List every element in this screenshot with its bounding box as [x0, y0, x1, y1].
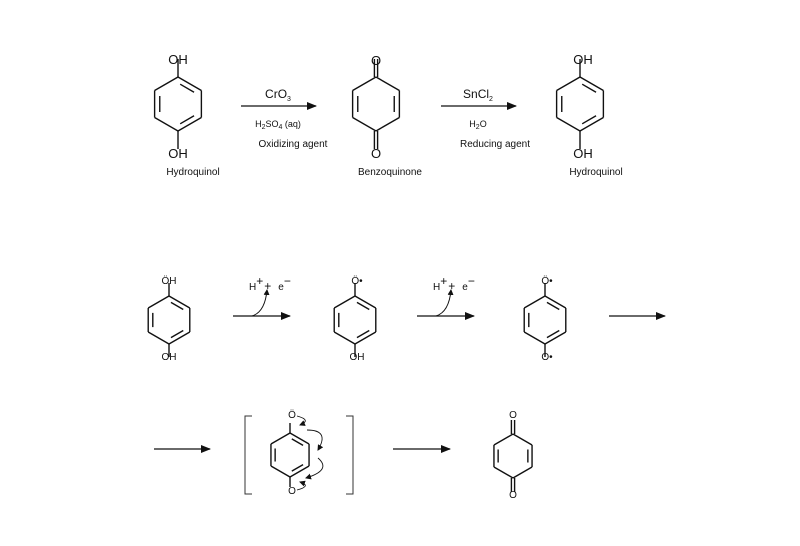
bond	[556, 116, 581, 132]
m1-bottom-oh: OH	[162, 352, 177, 363]
intermediate-top-o: Ö	[288, 409, 296, 421]
bond	[579, 76, 604, 92]
bond	[556, 76, 581, 92]
bond	[523, 295, 546, 309]
bond	[168, 331, 191, 345]
hydroquinol-left-name: Hydroquinol	[166, 167, 219, 178]
bond	[168, 295, 191, 309]
bond	[354, 295, 377, 309]
oxidizing-agent-label: Oxidizing agent	[259, 139, 328, 150]
bond	[546, 329, 560, 339]
bond	[179, 83, 195, 93]
bond	[512, 433, 533, 446]
m1-top-oh: ÖH	[162, 275, 177, 287]
bond	[333, 331, 356, 345]
bond	[291, 464, 304, 472]
m2-top-o-radical: Ö•	[351, 275, 363, 287]
bond	[493, 466, 514, 479]
step2-loss-curved-arrow	[435, 289, 454, 317]
bond	[356, 301, 370, 311]
intermediate-bottom-o: O	[288, 486, 296, 497]
product-top-o: O	[509, 410, 517, 421]
step1-proton-electron: H++e−	[249, 274, 291, 293]
reduction-conditions: H2O	[469, 119, 486, 131]
bond	[289, 432, 310, 445]
bond	[493, 433, 514, 446]
benzoquinone-top-o: O	[371, 53, 381, 68]
benzoquinone-bottom-o: O	[371, 146, 381, 161]
bond	[375, 116, 400, 132]
hydroquinol-right-name: Hydroquinol	[569, 167, 622, 178]
bond	[544, 295, 567, 309]
bond	[546, 301, 560, 311]
bond	[270, 432, 291, 445]
bond	[523, 331, 546, 345]
bond	[177, 116, 202, 132]
bond	[579, 116, 604, 132]
bond	[581, 115, 597, 125]
bond	[154, 116, 179, 132]
bond	[147, 331, 170, 345]
bond	[170, 329, 184, 339]
step2-proton-electron: H++e−	[433, 274, 475, 293]
benzoquinone-name: Benzoquinone	[358, 167, 422, 178]
m2-bottom-oh: OH	[350, 352, 365, 363]
right-bracket	[346, 415, 354, 495]
hydroquinol-right-bottom-oh: OH	[573, 146, 593, 161]
m3-bottom-o-radical: O•	[541, 352, 553, 363]
reducing-agent-label: Reducing agent	[460, 139, 530, 150]
bond	[512, 466, 533, 479]
bond	[270, 465, 291, 478]
bond	[356, 329, 370, 339]
electron-push-arrows	[296, 415, 324, 491]
bond	[177, 76, 202, 92]
bond	[147, 295, 170, 309]
hydroquinol-left-bottom-oh: OH	[168, 146, 188, 161]
bond	[291, 438, 304, 446]
bond	[352, 116, 377, 132]
bond	[170, 301, 184, 311]
m3-top-o-radical: Ö•	[541, 275, 553, 287]
bond	[581, 83, 597, 93]
bond-lines	[147, 59, 605, 492]
step1-loss-curved-arrow	[251, 289, 270, 317]
bond	[352, 76, 377, 92]
bond	[154, 76, 179, 92]
bond	[544, 331, 567, 345]
bond	[354, 331, 377, 345]
hydroquinol-right-top-oh: OH	[573, 52, 593, 67]
oxidizing-reagent: CrO3	[265, 87, 291, 103]
oxidation-conditions: H2SO4 (aq)	[255, 119, 301, 131]
reducing-reagent: SnCl2	[463, 87, 493, 103]
hydroquinol-left-top-oh: OH	[168, 52, 188, 67]
left-bracket	[244, 415, 252, 495]
bond	[375, 76, 400, 92]
bond	[333, 295, 356, 309]
bond	[289, 465, 310, 478]
bond	[179, 115, 195, 125]
product-bottom-o: O	[509, 490, 517, 501]
